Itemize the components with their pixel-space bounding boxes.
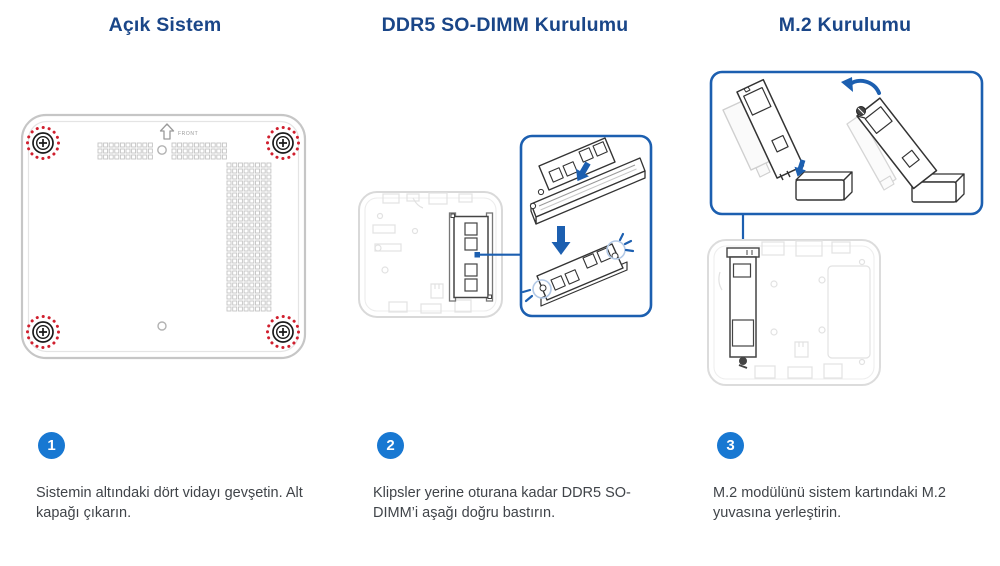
so-dimm-diagram <box>355 130 655 325</box>
screws <box>26 126 300 349</box>
instruction-step-3: M.2 modülünü sistem kartındaki M.2 yuvas… <box>713 484 946 521</box>
bottom-view-diagram: FRONT <box>20 113 307 360</box>
m2-screw-illustration <box>841 77 965 203</box>
installed-m2-module <box>726 247 760 369</box>
screw-highlight-icon <box>26 315 60 349</box>
so-dimm-press-illustration <box>521 226 635 307</box>
screw-highlight-icon <box>26 126 60 160</box>
screw-highlight-icon <box>266 315 300 349</box>
press-down-arrow-icon <box>551 226 571 255</box>
m2-screw-icon <box>856 106 866 119</box>
chassis-inner-outline <box>27 120 300 353</box>
insert-arrow-icon <box>576 161 591 182</box>
screw-hole-top <box>157 145 167 155</box>
column-title-so-dimm: DDR5 SO-DIMM Kurulumu <box>381 14 629 36</box>
vent-grid-right <box>171 142 227 160</box>
m2-svg <box>707 70 984 386</box>
tighten-arrow-icon <box>841 77 881 95</box>
click-indicator-left <box>521 279 552 303</box>
click-indicator-right <box>606 232 635 260</box>
m2-insert-illustration <box>722 78 853 201</box>
bottom-view-svg: FRONT <box>20 113 307 360</box>
so-dimm-module <box>448 212 494 302</box>
open-system-outline <box>707 239 881 386</box>
column-title-open-system: Açık Sistem <box>108 14 222 36</box>
screw-highlight-icon <box>266 126 300 160</box>
step-badge-3: 3 <box>717 432 744 459</box>
instruction-step-2: Klipsler yerine oturana kadar DDR5 SO-DI… <box>373 484 631 521</box>
vent-grid-side <box>226 162 272 312</box>
m2-diagram <box>700 62 995 392</box>
screw-hole-bottom <box>157 321 167 331</box>
insert-arrow-icon <box>794 159 806 177</box>
column-title-m2: M.2 Kurulumu <box>778 14 912 36</box>
step-badge-2: 2 <box>377 432 404 459</box>
instruction-step-1: Sistemin altındaki dört vidayı gevşetin.… <box>36 484 303 521</box>
step-badge-1: 1 <box>38 432 65 459</box>
so-dimm-insert-illustration <box>529 137 646 225</box>
front-arrow-icon: FRONT <box>159 123 198 140</box>
m2-screw-icon <box>738 357 748 369</box>
so-dimm-svg <box>358 134 653 318</box>
chassis-outline <box>20 113 307 360</box>
vent-grid-left <box>97 142 153 160</box>
front-label: FRONT <box>178 131 198 137</box>
callout-connector <box>474 252 521 258</box>
